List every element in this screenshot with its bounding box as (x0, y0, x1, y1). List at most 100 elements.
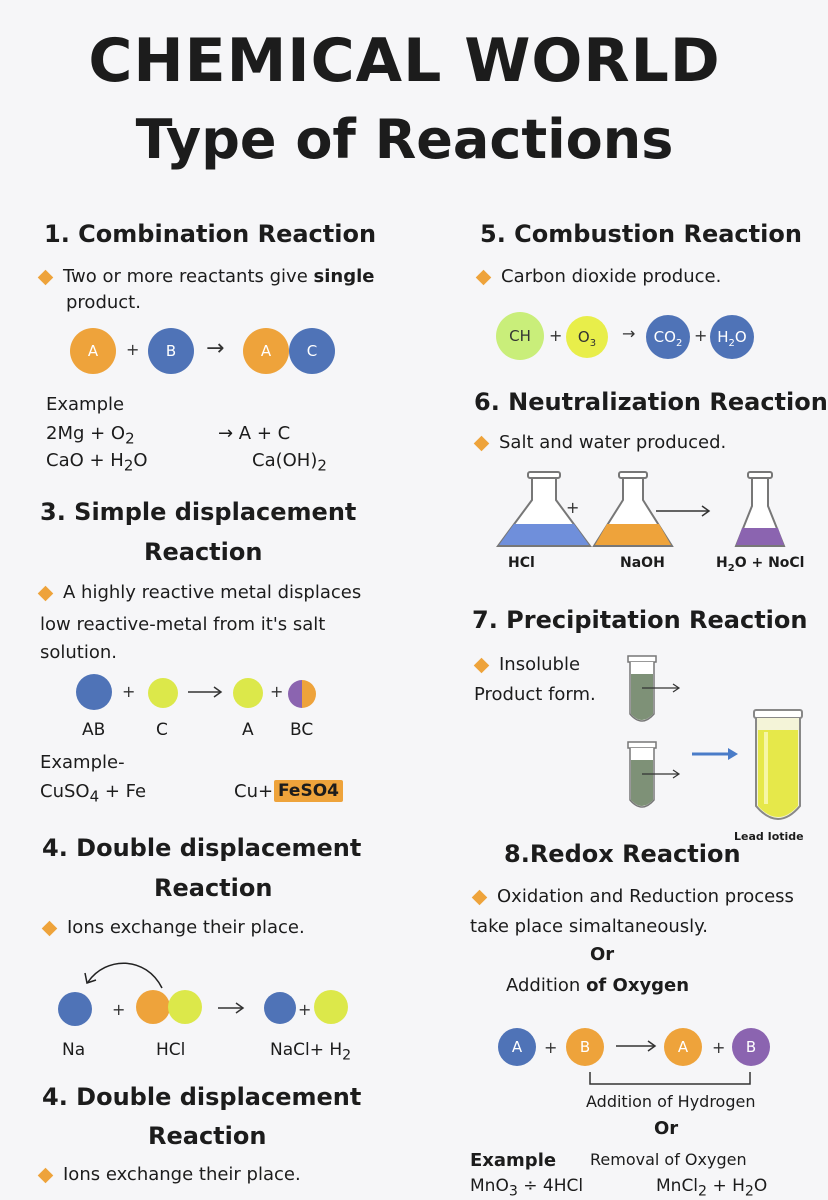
s4a-circle-h (136, 990, 170, 1024)
s5-circle-co2: CO2 (646, 315, 690, 359)
s4a-circle-cl (168, 990, 202, 1024)
diamond-bullet-icon (41, 920, 58, 936)
page-subtitle: Type of Reactions (135, 108, 674, 171)
s3-example-left: CuSO4 + Fe (40, 781, 147, 806)
s1-title: 1. Combination Reaction (44, 220, 377, 248)
s1-eq1-right: → A + C (218, 423, 291, 444)
s7-desc-line1: Insoluble (473, 654, 580, 675)
diamond-bullet-icon (37, 269, 54, 285)
plus-icon: + (694, 326, 708, 345)
arrow-right-icon: → (622, 324, 636, 343)
s5-circle-ch: CH (496, 312, 544, 360)
arrow-right-icon (692, 748, 738, 760)
s4a-desc: Ions exchange their place. (41, 917, 305, 938)
plus-icon: + (712, 1038, 726, 1057)
plus-icon: + (270, 682, 284, 701)
test-tube-icon (753, 709, 803, 820)
s5-circle-h2o: H2O (710, 315, 754, 359)
flask-icon (592, 471, 674, 547)
s4a-label-na: Na (62, 1040, 86, 1060)
s5-desc: Carbon dioxide produce. (475, 266, 721, 287)
s4b-title-line1: 4. Double displacement (42, 1083, 362, 1111)
s1-example-label: Example (46, 394, 125, 415)
plus-icon: + (549, 326, 563, 345)
s8-circle-a2: A (664, 1028, 702, 1066)
s1-desc-line2: product. (66, 292, 141, 313)
s6-label-products: H2O + NoCl (716, 555, 805, 574)
s1-circle-c: C (289, 328, 335, 374)
bracket-icon (589, 1072, 751, 1085)
s1-circle-a2: A (243, 328, 289, 374)
s8-desc-line2: take place simaltaneously. (470, 916, 708, 937)
diamond-bullet-icon (37, 585, 54, 601)
s3-desc-line2: low reactive-metal from it's salt (40, 614, 326, 635)
s3-circle-a (233, 678, 263, 708)
s3-example-right: Cu+ (234, 781, 274, 802)
diamond-bullet-icon (37, 1167, 54, 1183)
test-tube-icon (627, 655, 681, 722)
s1-circle-b: B (148, 328, 194, 374)
s3-example-badge: FeSO4 (274, 780, 343, 802)
plus-icon: + (122, 682, 136, 701)
s4a-label-nacl: NaCl+ H2 (270, 1040, 352, 1064)
flask-icon (496, 471, 592, 547)
s8-desc-line1: Oxidation and Reduction process (471, 886, 794, 907)
s6-label-hcl: HCl (508, 555, 535, 571)
s7-title: 7. Precipitation Reaction (472, 606, 808, 634)
s4a-label-hcl: HCl (156, 1040, 186, 1060)
s1-desc: Two or more reactants give single (37, 266, 374, 287)
arrow-right-icon (188, 686, 223, 698)
s8-addition-oxygen: Addition of Oxygen (506, 975, 690, 996)
s3-label-a: A (242, 720, 254, 740)
s8-circle-a: A (498, 1028, 536, 1066)
s3-label-bc: BC (290, 720, 314, 740)
s3-label-ab: AB (82, 720, 106, 740)
s8-hydrogen: Addition of Hydrogen (586, 1092, 756, 1111)
s3-circle-bc (288, 680, 316, 708)
s3-example-label: Example- (40, 752, 125, 773)
s4b-desc: Ions exchange their place. (37, 1164, 301, 1185)
s3-title-line2: Reaction (144, 538, 263, 566)
diamond-bullet-icon (473, 657, 490, 673)
s1-circle-a: A (70, 328, 116, 374)
diamond-bullet-icon (473, 435, 490, 451)
s1-eq2-right: Ca(OH)2 (252, 450, 327, 475)
diamond-bullet-icon (475, 269, 492, 285)
s8-eq-left: MnO3 ÷ 4HCl (470, 1176, 584, 1200)
flask-icon (734, 471, 786, 547)
s1-eq2-left: CaO + H2O (46, 450, 148, 475)
s4b-title-line2: Reaction (148, 1122, 267, 1150)
s8-or2: Or (654, 1118, 679, 1139)
curved-arrow-icon (84, 962, 163, 989)
s8-eq-right: MnCl2 + H2O (656, 1176, 768, 1200)
s3-circle-c (148, 678, 178, 708)
s7-caption: Lead Iotide (734, 830, 804, 843)
arrow-right-icon: → (206, 336, 225, 361)
arrow-right-icon (656, 505, 711, 517)
plus-icon: + (112, 1000, 126, 1019)
test-tube-icon (627, 741, 681, 808)
s8-title: 8.Redox Reaction (504, 840, 741, 868)
s7-desc-line2: Product form. (474, 684, 596, 705)
s4a-circle-na (58, 992, 92, 1026)
s8-or1: Or (590, 944, 615, 965)
s3-title-line1: 3. Simple displacement (40, 498, 357, 526)
s4a-circle-na2 (264, 992, 296, 1024)
s3-circle-ab (76, 674, 112, 710)
page-title: CHEMICAL WORLD (88, 26, 721, 96)
s3-desc-line3: solution. (40, 642, 118, 663)
s3-label-c: C (156, 720, 168, 740)
diamond-bullet-icon (471, 889, 488, 905)
s4a-circle-cl2 (314, 990, 348, 1024)
s5-circle-o3: O3 (566, 316, 608, 358)
arrow-right-icon (218, 1002, 245, 1014)
plus-icon: + (126, 340, 140, 359)
arrow-right-icon (616, 1040, 657, 1052)
s8-example-label: Example (470, 1150, 557, 1171)
s8-circle-b2: B (732, 1028, 770, 1066)
plus-icon: + (298, 1000, 312, 1019)
s1-eq1-left: 2Mg + O2 (46, 423, 135, 448)
s4a-title-line1: 4. Double displacement (42, 834, 362, 862)
s3-desc-line1: A highly reactive metal displaces (37, 582, 361, 603)
s5-title: 5. Combustion Reaction (480, 220, 802, 248)
